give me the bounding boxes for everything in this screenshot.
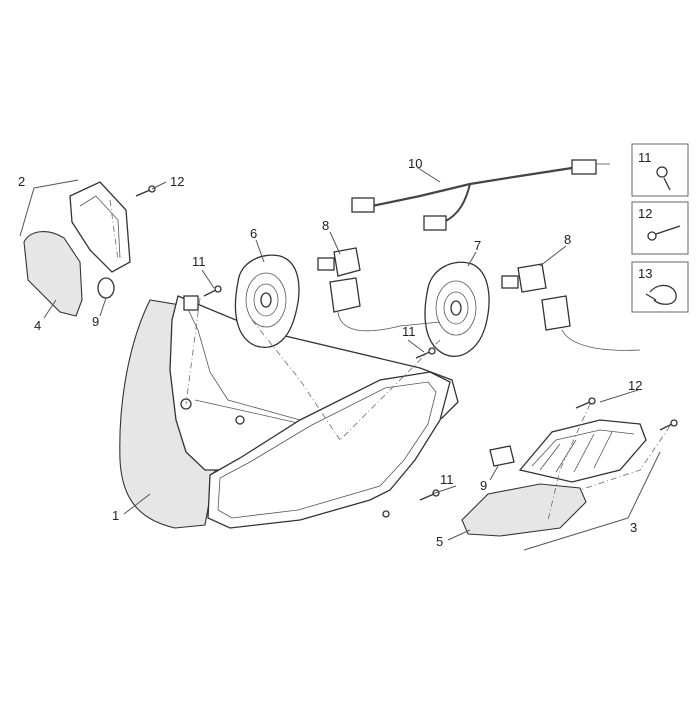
callout-11-right: 11 xyxy=(440,472,454,487)
legend-label-11: 11 xyxy=(638,150,652,165)
wiring-harness xyxy=(351,159,610,231)
screw-head-icon xyxy=(656,166,668,178)
legend-box-11: 11 xyxy=(631,143,689,197)
projector-ring-left xyxy=(234,254,300,348)
screw-11c xyxy=(419,489,440,501)
legend-label-13: 13 xyxy=(638,266,652,281)
callout-9-right: 9 xyxy=(480,478,487,493)
screw-12b xyxy=(575,397,596,409)
screw-11a xyxy=(203,285,222,297)
callout-11-center: 11 xyxy=(402,324,416,339)
turn-indicator-left xyxy=(23,181,131,317)
callout-1: 1 xyxy=(112,508,119,523)
callout-3: 3 xyxy=(630,520,637,535)
callout-7: 7 xyxy=(474,238,481,253)
screw-12a xyxy=(135,185,156,197)
callout-4: 4 xyxy=(34,318,41,333)
bulb-left xyxy=(317,247,441,332)
callout-5: 5 xyxy=(436,534,443,549)
turn-indicator-right xyxy=(461,419,647,537)
legend-box-13: 13 xyxy=(631,261,689,313)
screw-12c xyxy=(659,419,678,431)
bolt-icon xyxy=(647,231,657,241)
clamp-icon xyxy=(649,284,677,305)
callout-12-left: 12 xyxy=(170,174,184,189)
headlight-lens xyxy=(207,371,451,529)
callout-11-left: 11 xyxy=(192,254,206,269)
callout-2: 2 xyxy=(18,174,25,189)
callout-6: 6 xyxy=(250,226,257,241)
callout-12-right: 12 xyxy=(628,378,642,393)
callout-10: 10 xyxy=(408,156,422,171)
screw-11b xyxy=(415,347,436,359)
bulb-right xyxy=(501,263,641,351)
callout-8-left: 8 xyxy=(322,218,329,233)
legend-box-12: 12 xyxy=(631,201,689,255)
legend-label-12: 12 xyxy=(638,206,652,221)
callout-8-right: 8 xyxy=(564,232,571,247)
callout-9-left: 9 xyxy=(92,314,99,329)
leader-lines xyxy=(19,167,661,551)
projector-ring-right xyxy=(424,261,490,357)
